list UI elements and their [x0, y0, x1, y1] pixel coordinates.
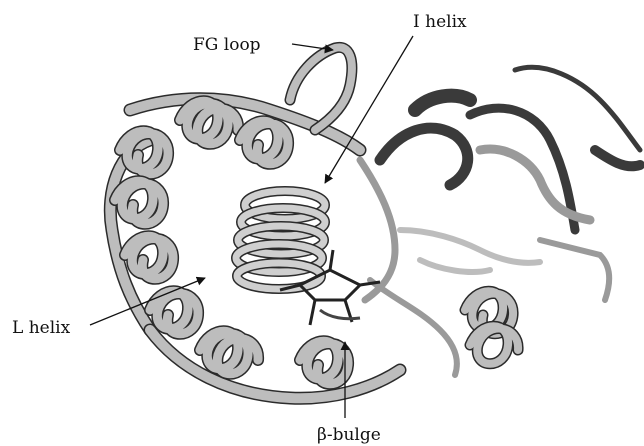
l-helix-label: L helix: [12, 318, 71, 338]
right-beta-domain: [360, 67, 640, 375]
beta-bulge-label: β-bulge: [317, 425, 381, 445]
left-helix-domain: [110, 47, 400, 398]
i-helix-label: I helix: [413, 12, 467, 32]
i-helix-bundle: [236, 191, 325, 289]
fg-loop-label: FG loop: [193, 35, 261, 55]
